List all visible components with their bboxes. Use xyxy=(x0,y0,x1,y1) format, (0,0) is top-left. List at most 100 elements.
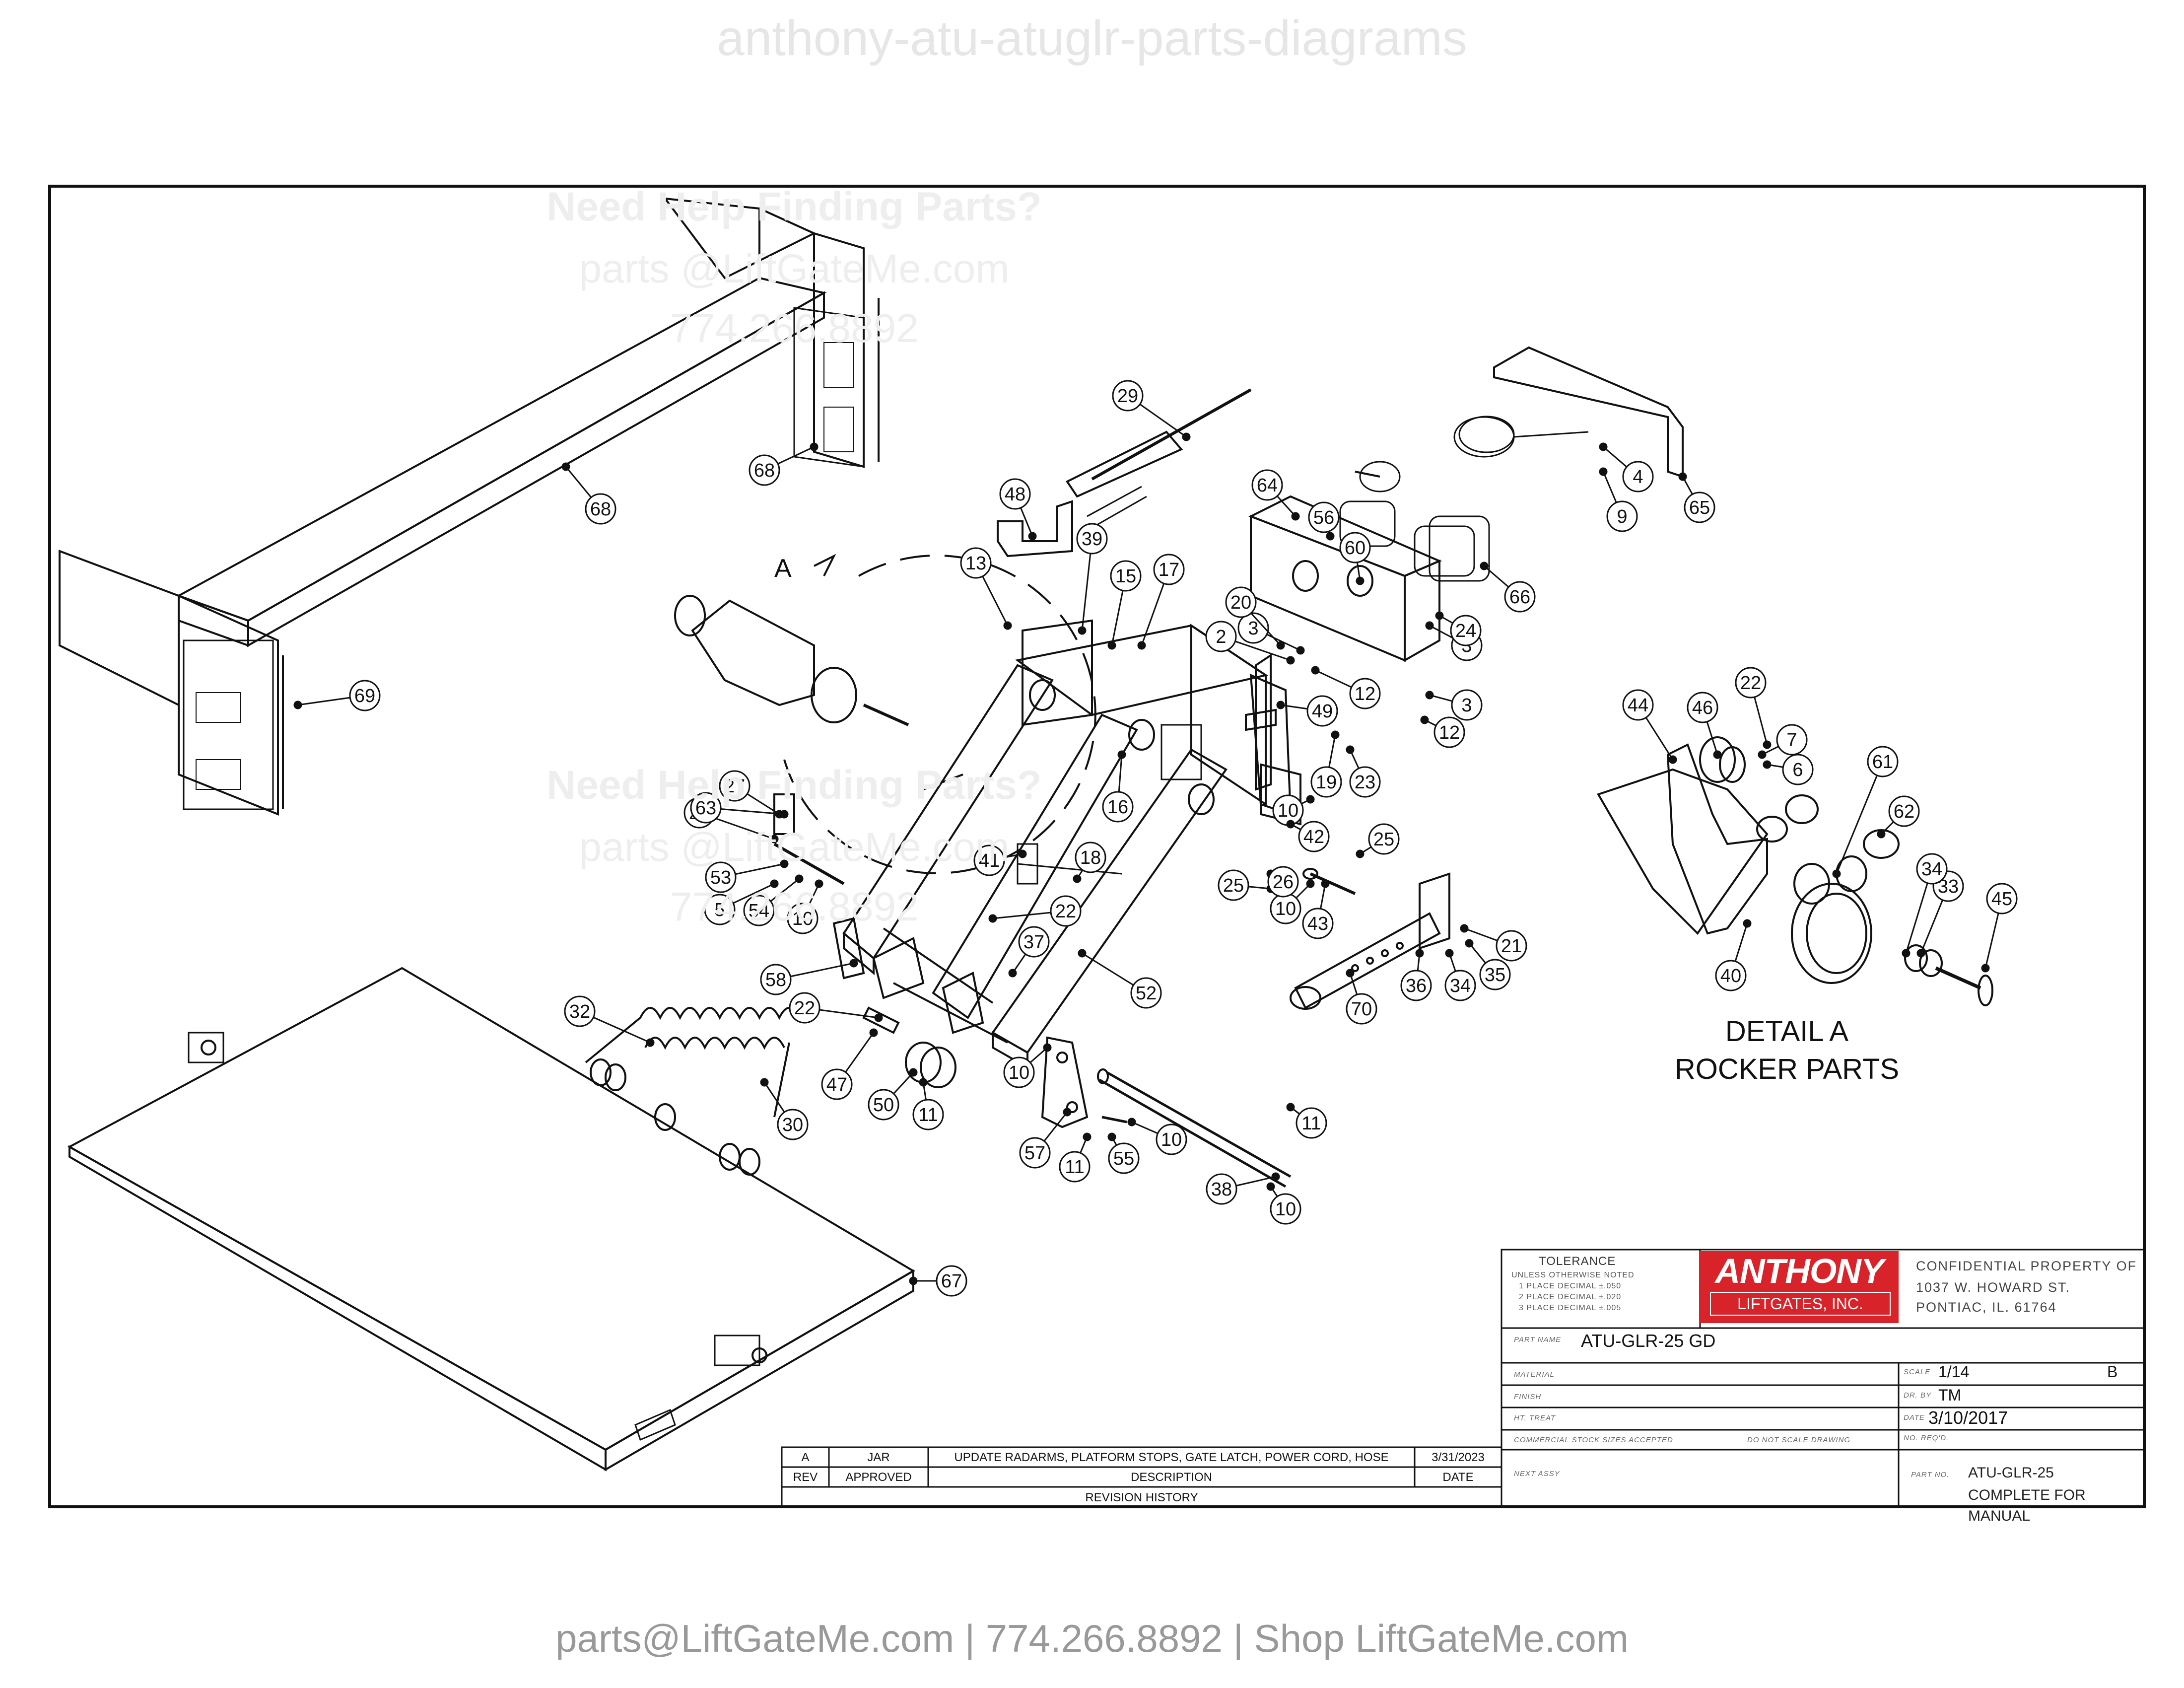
description-value: UPDATE RADARMS, PLATFORM STOPS, GATE LAT… xyxy=(954,1451,1389,1464)
callout-arrow-tip xyxy=(1018,849,1027,858)
callout-bubble xyxy=(999,478,1031,510)
callout-number: 68 xyxy=(590,499,611,520)
callout-arrow-tip xyxy=(1107,641,1116,650)
callout-bubble xyxy=(1349,678,1381,709)
callout-arrow-tip xyxy=(1599,467,1608,476)
callout-bubble xyxy=(1019,1137,1051,1169)
callout-number: 4 xyxy=(1633,467,1643,488)
callout-bubble xyxy=(1112,380,1144,412)
callout-number: 18 xyxy=(1080,847,1101,868)
callout-arrow-tip xyxy=(1127,1118,1136,1126)
callout-arrow-tip xyxy=(1763,740,1772,749)
callout-bubble xyxy=(1867,746,1899,777)
watermark-title: anthony-atu-atuglr-parts-diagrams xyxy=(717,10,1467,66)
callout-arrow-tip xyxy=(770,835,779,844)
callout-number: 57 xyxy=(1024,1143,1045,1164)
cover-64 xyxy=(1453,346,1684,478)
no-required-label: NO. REQ'D. xyxy=(1904,1434,1949,1442)
callout-arrow-tip xyxy=(1078,949,1087,958)
callout-arrow-tip xyxy=(1713,750,1722,759)
detail-a-line2: ROCKER PARTS xyxy=(1674,1053,1900,1085)
callout-arrow-tip xyxy=(1008,969,1017,978)
callout-arrow-tip xyxy=(1668,755,1677,764)
callout-arrow-tip xyxy=(1599,442,1608,451)
callout-bubble xyxy=(1986,883,2018,914)
date-value: 3/10/2017 xyxy=(1928,1407,2008,1428)
callout-arrow-tip xyxy=(1460,924,1469,933)
callout-arrow-tip xyxy=(909,1276,918,1285)
callout-number: 64 xyxy=(1257,475,1278,496)
callout-number: 39 xyxy=(1082,529,1102,550)
callout-arrow-tip xyxy=(1107,1132,1116,1141)
callout-bubble xyxy=(1687,692,1718,723)
no-scale-label: DO NOT SCALE DRAWING xyxy=(1747,1436,1851,1444)
callout-bubble xyxy=(1076,523,1108,555)
callout-number: 67 xyxy=(941,1271,962,1292)
brackets-47-48 xyxy=(997,500,1277,791)
callout-arrow-tip xyxy=(1028,532,1037,541)
approved-header: APPROVED xyxy=(845,1471,912,1484)
callout-number: 20 xyxy=(1230,592,1251,613)
callout-arrow-tip xyxy=(561,462,570,471)
callout-arrow-tip xyxy=(1043,1043,1052,1052)
callout-bubble xyxy=(1444,970,1476,1001)
callout-number: 17 xyxy=(1159,560,1179,580)
tolerance-title: TOLERANCE xyxy=(1539,1255,1616,1268)
callout-number: 34 xyxy=(1450,976,1471,996)
callout-bubble xyxy=(1496,930,1527,962)
help-watermark-title: Need Help Finding Parts? xyxy=(546,184,1042,229)
callout-bubble xyxy=(1479,959,1511,990)
callout-number: 21 xyxy=(1501,936,1522,957)
callout-arrow-tip xyxy=(849,959,858,968)
callout-layer: 2333456791010101010101111111212131516171… xyxy=(293,380,2018,1297)
footer-contact: parts@LiftGateMe.com | 774.266.8892 | Sh… xyxy=(555,1617,1629,1660)
callout-arrow-tip xyxy=(1981,964,1990,973)
callout-number: 5 xyxy=(714,900,725,920)
callout-bubble xyxy=(1349,766,1381,798)
date-rev-value: 3/31/2023 xyxy=(1432,1451,1485,1464)
logo-subtitle: LIFTGATES, INC. xyxy=(1710,1292,1891,1316)
tolerance-line1: UNLESS OTHERWISE NOTED xyxy=(1511,1271,1635,1279)
callout-bubble xyxy=(1206,1173,1237,1205)
callout-number: 10 xyxy=(792,909,813,929)
callout-arrow-tip xyxy=(1078,626,1087,635)
callout-bubble xyxy=(1108,1142,1140,1174)
callout-number: 34 xyxy=(1921,859,1942,880)
callout-number: 10 xyxy=(1009,1062,1029,1083)
callout-bubble xyxy=(821,1068,853,1100)
callout-bubble xyxy=(704,894,736,925)
stop-arm-69 xyxy=(1290,872,1450,1010)
address-line1: 1037 W. HOWARD ST. xyxy=(1916,1280,2071,1295)
callout-arrow-tip xyxy=(1286,656,1295,665)
drawn-by-label: DR. BY xyxy=(1904,1391,1932,1400)
title-block-frame xyxy=(1501,1249,2145,1508)
rev-header: REV xyxy=(793,1471,818,1484)
callout-arrow-tip xyxy=(1291,512,1300,521)
callout-bubble xyxy=(1302,908,1334,939)
callout-number: 47 xyxy=(826,1074,847,1095)
callout-bubble xyxy=(1916,853,1948,885)
callout-bubble xyxy=(1735,667,1767,699)
callout-number: 22 xyxy=(1740,673,1761,694)
callout-arrow-tip xyxy=(1003,621,1012,630)
callout-bubble xyxy=(912,1099,944,1130)
revision-history-label: REVISION HISTORY xyxy=(1085,1491,1198,1504)
callout-arrow-tip xyxy=(1331,730,1340,739)
scale-label: SCALE xyxy=(1904,1368,1931,1376)
callout-number: 11 xyxy=(1065,1157,1084,1178)
callout-number: 25 xyxy=(1223,875,1244,896)
view-a-label: A xyxy=(774,554,792,583)
help-watermark-email: parts @LiftGateMe.com xyxy=(579,246,1010,291)
callout-number: 30 xyxy=(782,1115,803,1135)
callout-arrow-tip xyxy=(1356,576,1365,585)
callout-arrow-tip xyxy=(760,1078,769,1087)
callout-bubble xyxy=(1776,724,1808,756)
callout-arrow-tip xyxy=(869,1028,878,1037)
callout-number: 9 xyxy=(1617,506,1627,527)
callout-leader xyxy=(1836,761,1884,874)
callout-bubble xyxy=(1684,492,1715,523)
callout-arrow-tip xyxy=(780,859,789,868)
tolerance-line3: 2 PLACE DECIMAL ±.020 xyxy=(1519,1293,1622,1301)
callout-arrow-tip xyxy=(1420,715,1429,724)
callout-bubble xyxy=(936,1265,967,1297)
